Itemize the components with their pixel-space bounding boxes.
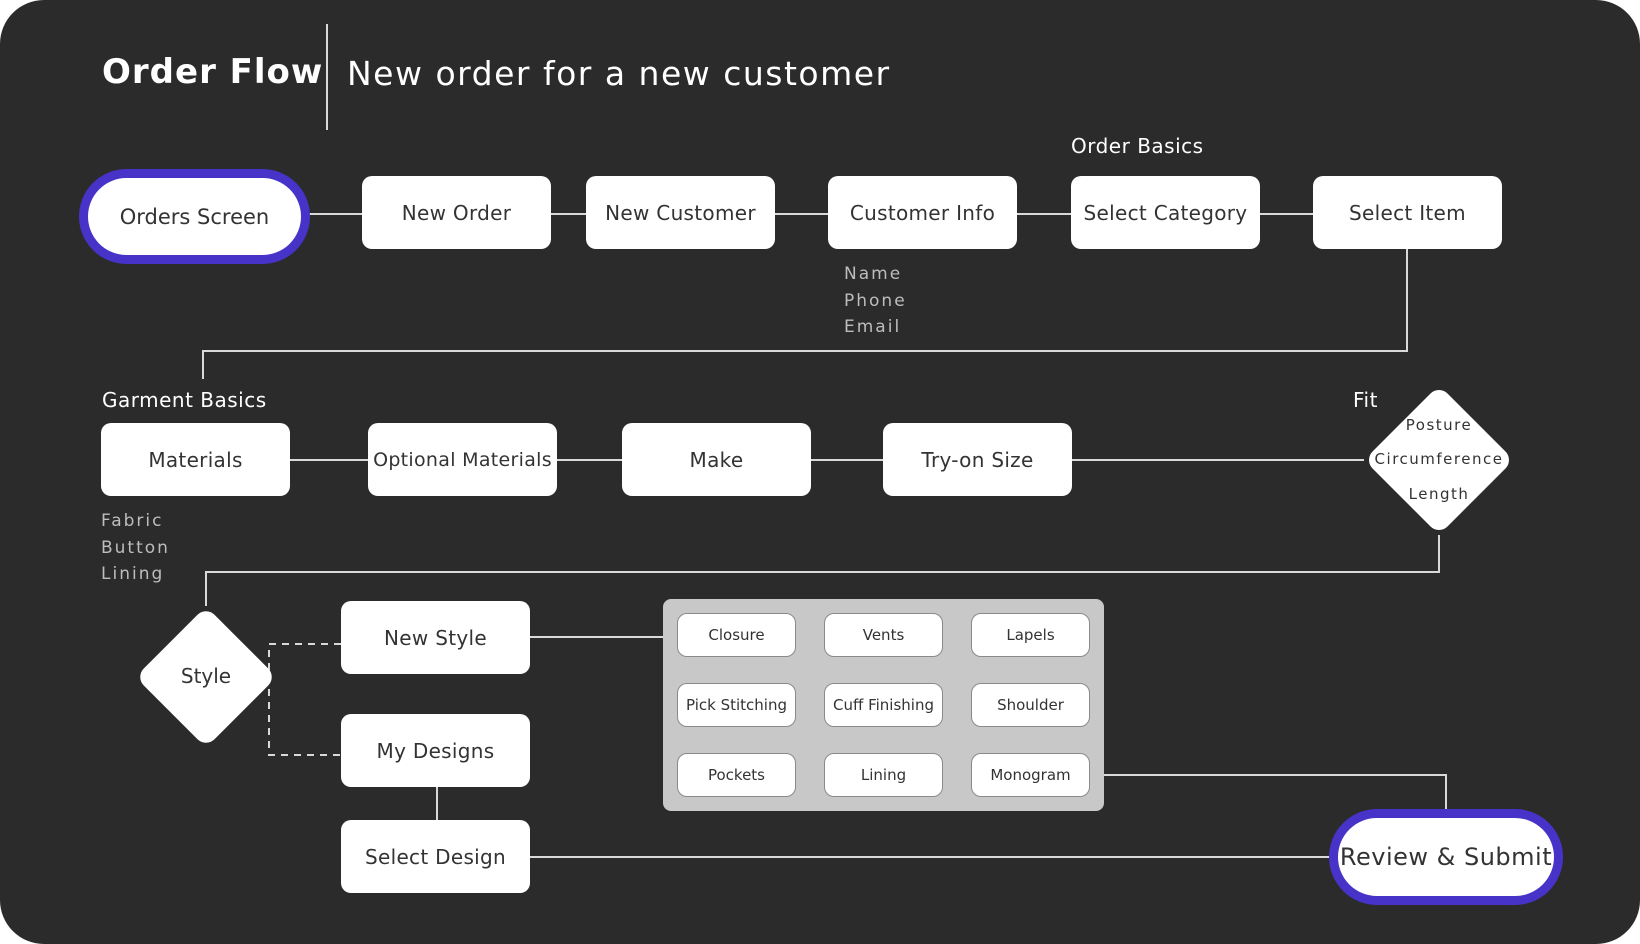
node-select-category[interactable]: Select Category [1071, 176, 1260, 249]
section-label-garment-basics: Garment Basics [102, 388, 267, 412]
style-option-pick-stitching[interactable]: Pick Stitching [677, 683, 796, 727]
fit-option-length: Length [1408, 485, 1470, 503]
note-material-fabric: Fabric [101, 511, 164, 531]
note-material-button: Button [101, 538, 170, 558]
node-try-on-size[interactable]: Try-on Size [883, 423, 1072, 496]
node-new-customer[interactable]: New Customer [586, 176, 775, 249]
node-new-order[interactable]: New Order [362, 176, 551, 249]
node-review-submit[interactable]: Review & Submit [1329, 809, 1563, 905]
section-label-fit: Fit [1353, 388, 1378, 412]
style-option-pockets[interactable]: Pockets [677, 753, 796, 797]
fit-option-posture: Posture [1405, 416, 1473, 434]
node-make[interactable]: Make [622, 423, 811, 496]
style-option-monogram[interactable]: Monogram [971, 753, 1090, 797]
note-customer-email: Email [844, 317, 902, 337]
style-option-closure[interactable]: Closure [677, 613, 796, 657]
connector-fit-style [205, 535, 1440, 606]
node-materials[interactable]: Materials [101, 423, 290, 496]
connector-panel-review [1104, 774, 1447, 809]
style-option-cuff-finishing[interactable]: Cuff Finishing [824, 683, 943, 727]
node-orders-screen[interactable]: Orders Screen [79, 169, 310, 264]
node-optional-materials[interactable]: Optional Materials [368, 423, 557, 496]
page-title: Order Flow [102, 52, 324, 92]
style-option-lapels[interactable]: Lapels [971, 613, 1090, 657]
node-customer-info[interactable]: Customer Info [828, 176, 1017, 249]
style-option-vents[interactable]: Vents [824, 613, 943, 657]
page-subtitle: New order for a new customer [347, 54, 891, 93]
decision-style-label: Style [180, 664, 232, 688]
node-select-item[interactable]: Select Item [1313, 176, 1502, 249]
section-label-order-basics: Order Basics [1071, 134, 1204, 158]
node-select-design[interactable]: Select Design [341, 820, 530, 893]
node-my-designs[interactable]: My Designs [341, 714, 530, 787]
note-customer-phone: Phone [844, 291, 907, 311]
title-divider [326, 24, 328, 130]
style-option-lining[interactable]: Lining [824, 753, 943, 797]
fit-option-circumference: Circumference [1374, 450, 1504, 468]
connector-style-dashed [268, 643, 341, 756]
note-customer-name: Name [844, 264, 903, 284]
style-option-shoulder[interactable]: Shoulder [971, 683, 1090, 727]
note-material-lining: Lining [101, 564, 165, 584]
connector-item-materials [202, 249, 1408, 379]
node-new-style[interactable]: New Style [341, 601, 530, 674]
